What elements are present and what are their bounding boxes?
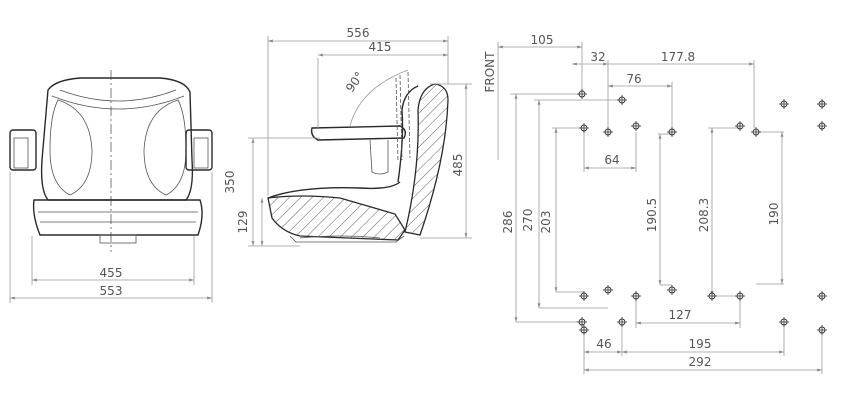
seat-base xyxy=(99,234,137,244)
mounting-hole xyxy=(631,291,641,301)
mounting-hole xyxy=(631,121,641,131)
backrest-section xyxy=(404,83,449,236)
mounting-hole xyxy=(817,99,827,109)
dim-190-label: 190 xyxy=(767,203,781,226)
seat-back-outline xyxy=(40,77,194,201)
mounting-hole xyxy=(577,89,587,99)
dim-556-label: 556 xyxy=(347,26,370,40)
armrest-right xyxy=(185,129,213,171)
angle-arc xyxy=(349,69,409,127)
dim-177-8-label: 177.8 xyxy=(661,50,695,64)
dim-angle-label: 90° xyxy=(343,69,367,94)
mounting-hole xyxy=(579,123,589,133)
mounting-hole xyxy=(735,291,745,301)
dim-292-label: 292 xyxy=(689,355,712,369)
side-armrest xyxy=(310,125,407,141)
mounting-hole xyxy=(707,291,717,301)
dim-286-label: 286 xyxy=(501,211,515,234)
mount-plan: FRONT 105 32 177.8 76 64 286 270 203 xyxy=(483,33,827,374)
seat-pan-section xyxy=(267,195,406,241)
dim-208-3-label: 208.3 xyxy=(697,198,711,232)
mounting-hole xyxy=(779,99,789,109)
dim-105-label: 105 xyxy=(531,33,554,47)
side-view: 90° 556 415 350 129 485 xyxy=(223,26,472,247)
dim-64-label: 64 xyxy=(604,153,619,167)
mounting-hole xyxy=(667,285,677,295)
dim-46-label: 46 xyxy=(596,337,611,351)
mounting-hole xyxy=(579,325,589,335)
seat-top-curve xyxy=(267,181,401,199)
dim-455-label: 455 xyxy=(100,266,123,280)
dim-415-label: 415 xyxy=(369,40,392,54)
back-right-panel xyxy=(143,99,187,196)
mounting-hole xyxy=(735,121,745,131)
mounting-hole xyxy=(817,291,827,301)
mounting-holes xyxy=(577,89,827,335)
mounting-hole xyxy=(817,325,827,335)
mounting-hole xyxy=(603,285,613,295)
dim-127-label: 127 xyxy=(669,308,692,322)
dim-190-5-label: 190.5 xyxy=(645,198,659,232)
front-view: 455 553 xyxy=(9,70,213,303)
dim-270-label: 270 xyxy=(521,209,535,232)
dim-203-label: 203 xyxy=(539,211,553,234)
mounting-hole xyxy=(577,317,587,327)
dim-350-label: 350 xyxy=(223,171,237,194)
armrest-left xyxy=(9,129,37,171)
mounting-hole xyxy=(579,291,589,301)
mounting-hole xyxy=(667,127,677,137)
mounting-hole xyxy=(817,121,827,131)
mounting-hole xyxy=(617,95,627,105)
dim-76-label: 76 xyxy=(626,72,641,86)
dim-553-label: 553 xyxy=(100,284,123,298)
mounting-hole xyxy=(603,127,613,137)
seat-cushion xyxy=(32,199,203,236)
dim-129-label: 129 xyxy=(236,211,250,234)
dim-195-label: 195 xyxy=(689,337,712,351)
mounting-hole xyxy=(617,317,627,327)
headrest-line xyxy=(59,89,177,102)
dim-32-label: 32 xyxy=(590,50,605,64)
dim-485-label: 485 xyxy=(451,154,465,177)
mounting-hole xyxy=(751,127,761,137)
back-left-panel xyxy=(49,99,93,196)
mounting-hole xyxy=(779,317,789,327)
front-label: FRONT xyxy=(483,51,497,93)
